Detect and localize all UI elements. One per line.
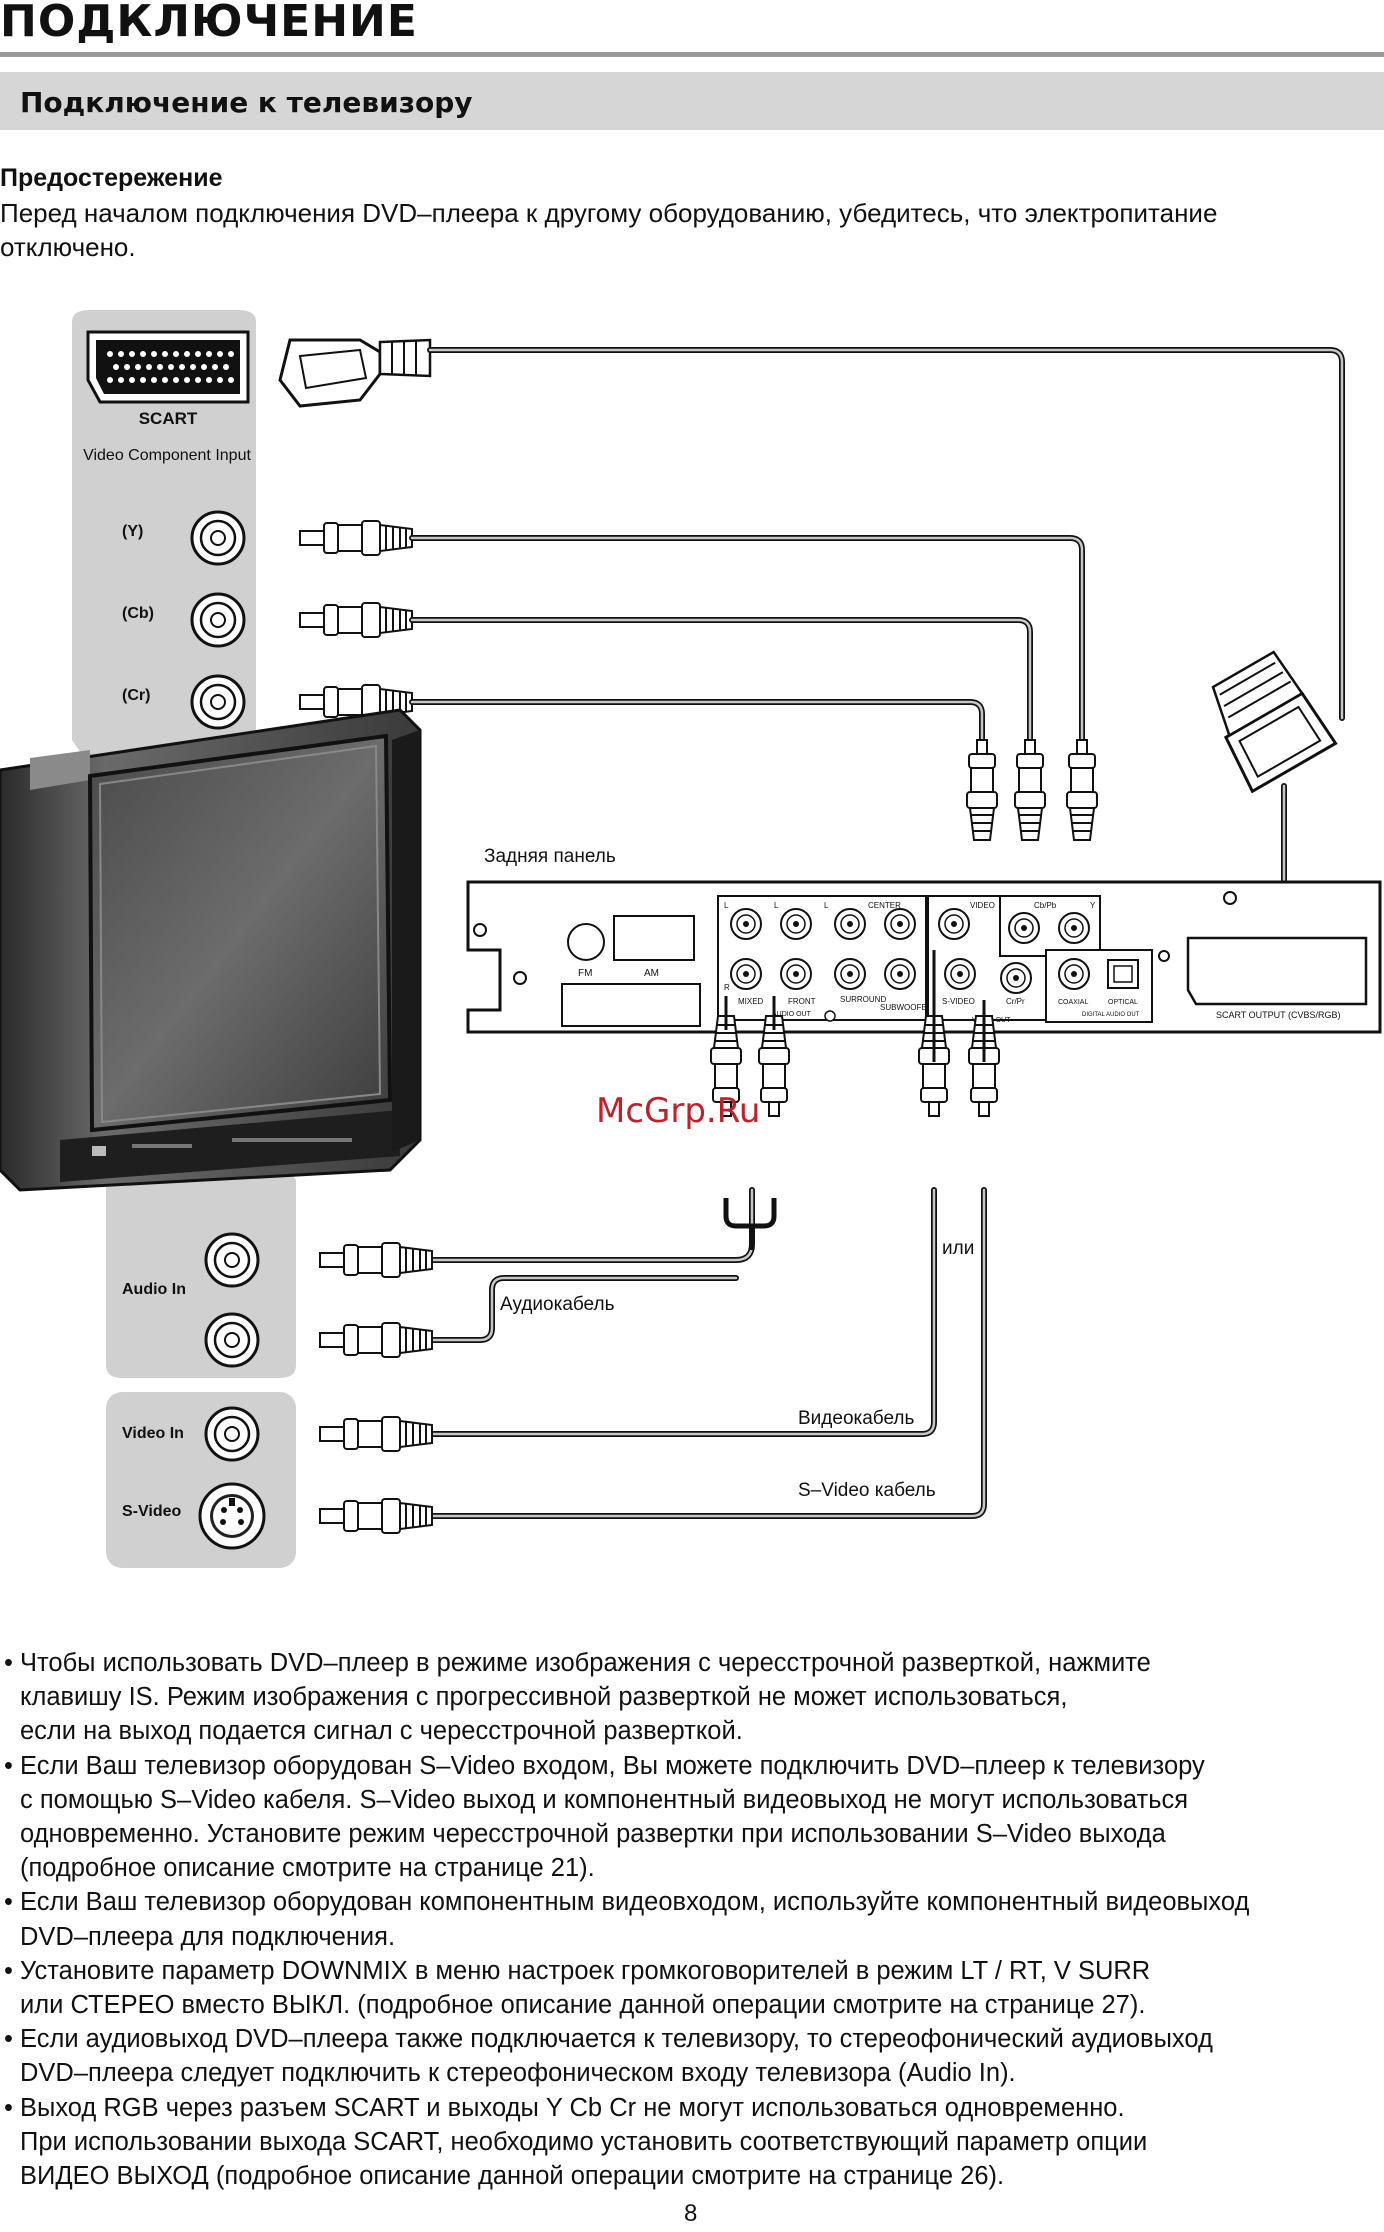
- television: [0, 708, 422, 1192]
- list-item: Выход RGB через разъем SCART и выходы Y …: [4, 2091, 1380, 2194]
- video-in-jack-icon: [204, 1406, 260, 1462]
- video-in-label: Video In: [122, 1425, 184, 1442]
- audio-r-plug-icon: [319, 1322, 433, 1358]
- svg-text:FM: FM: [578, 968, 592, 979]
- title-rule: [0, 52, 1384, 57]
- scart-dvd-plug-icon: [1211, 650, 1338, 794]
- svg-text:L: L: [824, 901, 829, 910]
- list-item: Если аудиовыход DVD–плеера также подключ…: [4, 2022, 1380, 2090]
- svideo-cable-label: S–Video кабель: [798, 1480, 936, 1501]
- svg-text:R: R: [724, 983, 730, 992]
- svg-text:AM: AM: [644, 968, 659, 979]
- connection-diagram: SCART Video Component Input (Y) (Cb) (Cr…: [0, 310, 1382, 1568]
- section-title: Подключение к телевизору: [20, 86, 473, 119]
- cr-jack-icon: [190, 674, 246, 730]
- list-item: Установите параметр DOWNMIX в меню настр…: [4, 1954, 1380, 2022]
- watermark-label: McGrp.Ru: [596, 1091, 760, 1131]
- notes-list: Чтобы использовать DVD–плеер в режиме из…: [4, 1646, 1380, 2193]
- cb-label: (Cb): [122, 605, 154, 622]
- svg-text:FRONT: FRONT: [788, 997, 816, 1006]
- svg-text:Cb/Pb: Cb/Pb: [1034, 901, 1057, 910]
- scart-socket-icon: [86, 330, 250, 404]
- svg-text:AUDIO OUT: AUDIO OUT: [772, 1011, 812, 1018]
- y-jack-icon: [190, 510, 246, 566]
- audio-l-jack-icon: [204, 1232, 260, 1288]
- svideo-jack-icon: [198, 1482, 266, 1550]
- svideo-in-label: S-Video: [122, 1503, 182, 1520]
- cb-dvd-plug-icon: [1014, 739, 1046, 841]
- section-bar: [0, 72, 1384, 130]
- svg-text:L: L: [724, 901, 729, 910]
- warning-text: Перед началом подключения DVD–плеера к д…: [0, 198, 1218, 262]
- svg-text:COAXIAL: COAXIAL: [1058, 999, 1088, 1006]
- svg-text:SURROUND: SURROUND: [840, 995, 886, 1004]
- svg-text:Y: Y: [1090, 901, 1096, 910]
- svg-text:SUBWOOFER: SUBWOOFER: [880, 1003, 933, 1012]
- component-label: Video Component Input: [83, 447, 251, 464]
- page-number: 8: [684, 2200, 698, 2227]
- svg-text:L: L: [774, 901, 779, 910]
- svg-text:Cr/Pr: Cr/Pr: [1006, 997, 1025, 1006]
- list-item: Если Ваш телевизор оборудован S–Video вх…: [4, 1749, 1380, 1886]
- cb-plug-icon: [299, 602, 413, 638]
- warning-heading: Предостережение: [0, 164, 223, 192]
- audio-r-jack-icon: [204, 1312, 260, 1368]
- svideo-in-plug-icon: [319, 1498, 433, 1534]
- video-cable-label: Видеокабель: [798, 1408, 914, 1429]
- page-title: ПОДКЛЮЧЕНИЕ: [0, 0, 418, 47]
- svg-text:S-VIDEO: S-VIDEO: [942, 997, 975, 1006]
- audio-r-dvd-plug-icon: [758, 1015, 790, 1117]
- audio-cable-label: Аудиокабель: [500, 1294, 615, 1315]
- svg-text:MIXED: MIXED: [738, 997, 764, 1006]
- y-label: (Y): [122, 523, 143, 540]
- cr-label: (Cr): [122, 687, 150, 704]
- dvd-rear-panel: FM AM L L L CENTER R MIXED FRONT SURROUN…: [466, 880, 1382, 1034]
- svg-text:VIDEO: VIDEO: [970, 901, 995, 910]
- svg-text:CENTER: CENTER: [868, 901, 901, 910]
- cr-dvd-plug-icon: [966, 739, 998, 841]
- audio-in-label: Audio In: [122, 1281, 186, 1298]
- y-dvd-plug-icon: [1066, 739, 1098, 841]
- audio-l-plug-icon: [319, 1242, 433, 1278]
- scart-label: SCART: [139, 409, 198, 428]
- cb-jack-icon: [190, 592, 246, 648]
- svg-text:OPTICAL: OPTICAL: [1108, 999, 1138, 1006]
- scart-plug-icon: [278, 338, 432, 408]
- rear-panel-label: Задняя панель: [484, 846, 616, 867]
- y-plug-icon: [299, 520, 413, 556]
- svg-text:SCART OUTPUT (CVBS/RGB): SCART OUTPUT (CVBS/RGB): [1216, 1010, 1341, 1020]
- list-item: Чтобы использовать DVD–плеер в режиме из…: [4, 1646, 1380, 1749]
- svg-text:DIGITAL AUDIO OUT: DIGITAL AUDIO OUT: [1082, 1012, 1140, 1018]
- list-item: Если Ваш телевизор оборудован компонентн…: [4, 1885, 1380, 1953]
- video-in-plug-icon: [319, 1416, 433, 1452]
- or-label: или: [942, 1238, 974, 1259]
- video-input-panel: [106, 1392, 296, 1568]
